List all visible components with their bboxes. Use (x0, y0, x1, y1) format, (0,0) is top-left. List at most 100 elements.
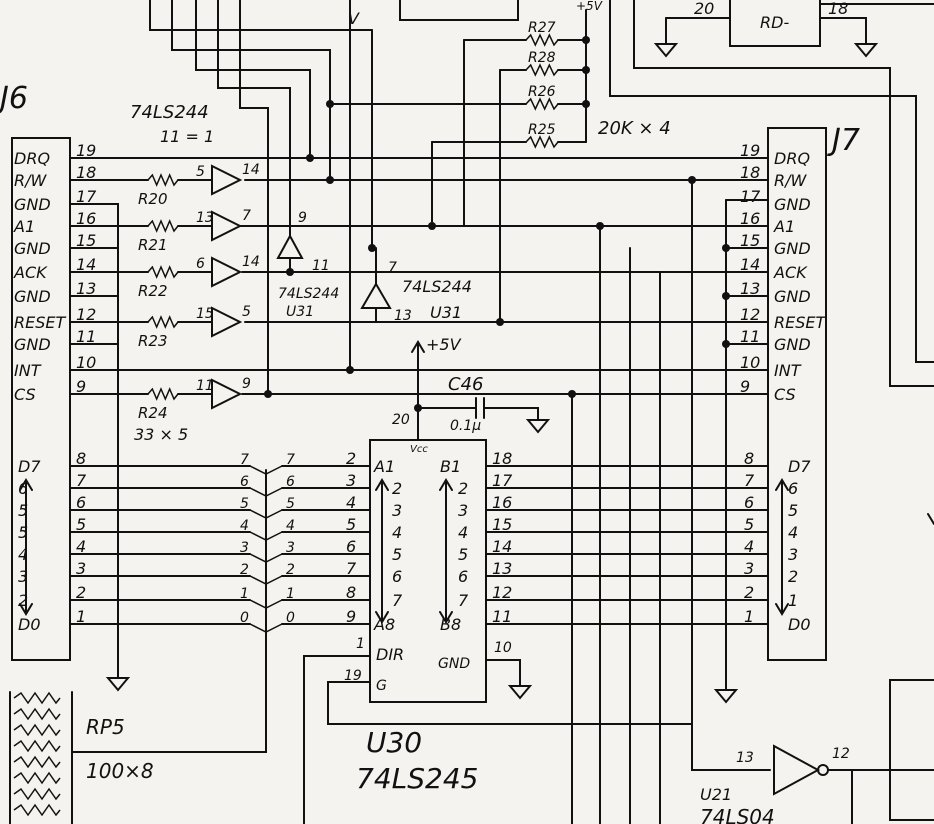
buffer-part-label: 74LS244 (130, 102, 209, 123)
j6-data-label-7: D0 (18, 615, 41, 634)
u30-a-label-7: A8 (373, 615, 395, 634)
rp5-element-4 (13, 755, 61, 769)
gnd-symbol-left (105, 677, 131, 692)
j6-pin-9: 9 (76, 377, 86, 396)
bus-cross-r-4: 3 (286, 540, 295, 556)
j7-data-label-3: 4 (788, 523, 798, 542)
resistor-label-r26: R26 (528, 84, 556, 100)
j6-data-label-0: D7 (18, 457, 41, 476)
junction-dot (722, 292, 730, 300)
u30-dir: DIR (376, 645, 404, 664)
buffer-gate-0 (211, 164, 243, 196)
resistor-label-r21: R21 (138, 236, 168, 254)
j7-name: J7 (827, 123, 860, 158)
u21-unit: U21 (700, 785, 732, 804)
junction-dot (368, 244, 376, 252)
buffer-pin-out-0: 14 (242, 162, 260, 178)
j7-pin-11: 11 (740, 327, 760, 346)
resistor-note: 33 × 5 (134, 425, 188, 444)
j6-pin-18: 18 (76, 163, 96, 182)
rp5-name: RP5 (86, 715, 125, 739)
u30-a-label-6: 7 (392, 591, 403, 610)
u30-b-num-6: 12 (492, 583, 512, 602)
bus-cross-l-7: 0 (240, 610, 249, 626)
j7-pin-12: 12 (740, 305, 760, 324)
tri-a-pin-top: 9 (298, 210, 307, 226)
resistor-r24 (147, 387, 179, 401)
buffer-gate-4 (211, 378, 243, 410)
j7-pin-19: 19 (740, 141, 760, 160)
u21-part: 74LS04 (700, 805, 775, 824)
bus-cross-r-2: 5 (286, 496, 295, 512)
j7-data-label-7: D0 (788, 615, 811, 634)
j7-label-11: GND (774, 335, 811, 354)
u30-a-num-0: 2 (346, 449, 356, 468)
u30-b-num-3: 15 (492, 515, 512, 534)
rp5-common-wire (71, 639, 267, 753)
u21-pin-in: 13 (736, 750, 754, 766)
u30-b-num-7: 11 (492, 607, 512, 626)
j6-pin-19: 19 (76, 141, 96, 160)
right-edge-mark (927, 513, 934, 525)
j7-pin-14: 14 (740, 255, 760, 274)
rp5-value: 100×8 (86, 759, 154, 783)
u30-a-label-4: 5 (392, 545, 402, 564)
resistor-label-r28: R28 (528, 50, 556, 66)
u30-a-label-3: 4 (392, 523, 402, 542)
junction-dot (286, 268, 294, 276)
buffer-gate-1 (211, 210, 243, 242)
u21-out (827, 769, 853, 824)
j6-pin-11: 11 (76, 327, 96, 346)
bus-cross-r-1: 6 (286, 474, 295, 490)
j7-label-15: GND (774, 239, 811, 258)
u30-g: G (376, 678, 387, 694)
u30-b-label-4: 5 (458, 545, 468, 564)
u30-a-label-0: A1 (373, 457, 395, 476)
j6-data-pin-2: 2 (76, 583, 86, 602)
top-plus5: +5V (576, 0, 603, 13)
j7-data-label-4: 3 (788, 545, 798, 564)
junction-dot (722, 340, 730, 348)
u30-b-num-4: 14 (492, 537, 512, 556)
tri-buffer-a: 9 11 74LS244 U31 (276, 204, 339, 320)
j6-pin-12: 12 (76, 305, 96, 324)
bus-cross-l-0: 7 (240, 452, 249, 468)
j7-data-label-0: D7 (788, 457, 811, 476)
j6-pin-15: 15 (76, 231, 96, 250)
resistor-label-r24: R24 (138, 404, 168, 422)
j6-label-11: GND (14, 335, 51, 354)
junction-dot (414, 404, 422, 412)
cap-gnd-symbol (525, 419, 551, 434)
j7-data-pin-2: 2 (744, 583, 754, 602)
u30-part: 74LS245 (356, 762, 478, 795)
junction-dot (496, 318, 504, 326)
gnd-symbol-j7 (713, 689, 739, 704)
resistor-r20 (147, 173, 179, 187)
buffer-pin-in-4: 11 (196, 378, 214, 394)
buffer-pin-out-4: 9 (242, 376, 251, 392)
rp5-rails (9, 691, 73, 824)
j7-data-label-1: 6 (788, 479, 798, 498)
j6-pin-10: 10 (76, 353, 96, 372)
bus-cross-r-6: 1 (286, 586, 295, 602)
top-chip-pin-right: 18 (828, 0, 848, 18)
u30-b-num-2: 16 (492, 493, 512, 512)
u30-body (369, 439, 487, 703)
u30-a-num-3: 5 (346, 515, 356, 534)
j7-label-12: RESET (774, 313, 826, 332)
j7-label-13: GND (774, 287, 811, 306)
j6-data-label-5: 3 (18, 567, 28, 586)
u30-a-label-2: 3 (392, 501, 402, 520)
inverter-u21: 13 12 U21 74LS04 (700, 679, 934, 824)
u30-b-num-1: 17 (492, 471, 513, 490)
top-chip-label: RD- (760, 13, 789, 32)
u30-a-label-1: 2 (392, 479, 402, 498)
u30-b-num-5: 13 (492, 559, 512, 578)
tri-a-pin-out: 11 (312, 258, 330, 274)
j7-pin-17: 17 (740, 187, 761, 206)
